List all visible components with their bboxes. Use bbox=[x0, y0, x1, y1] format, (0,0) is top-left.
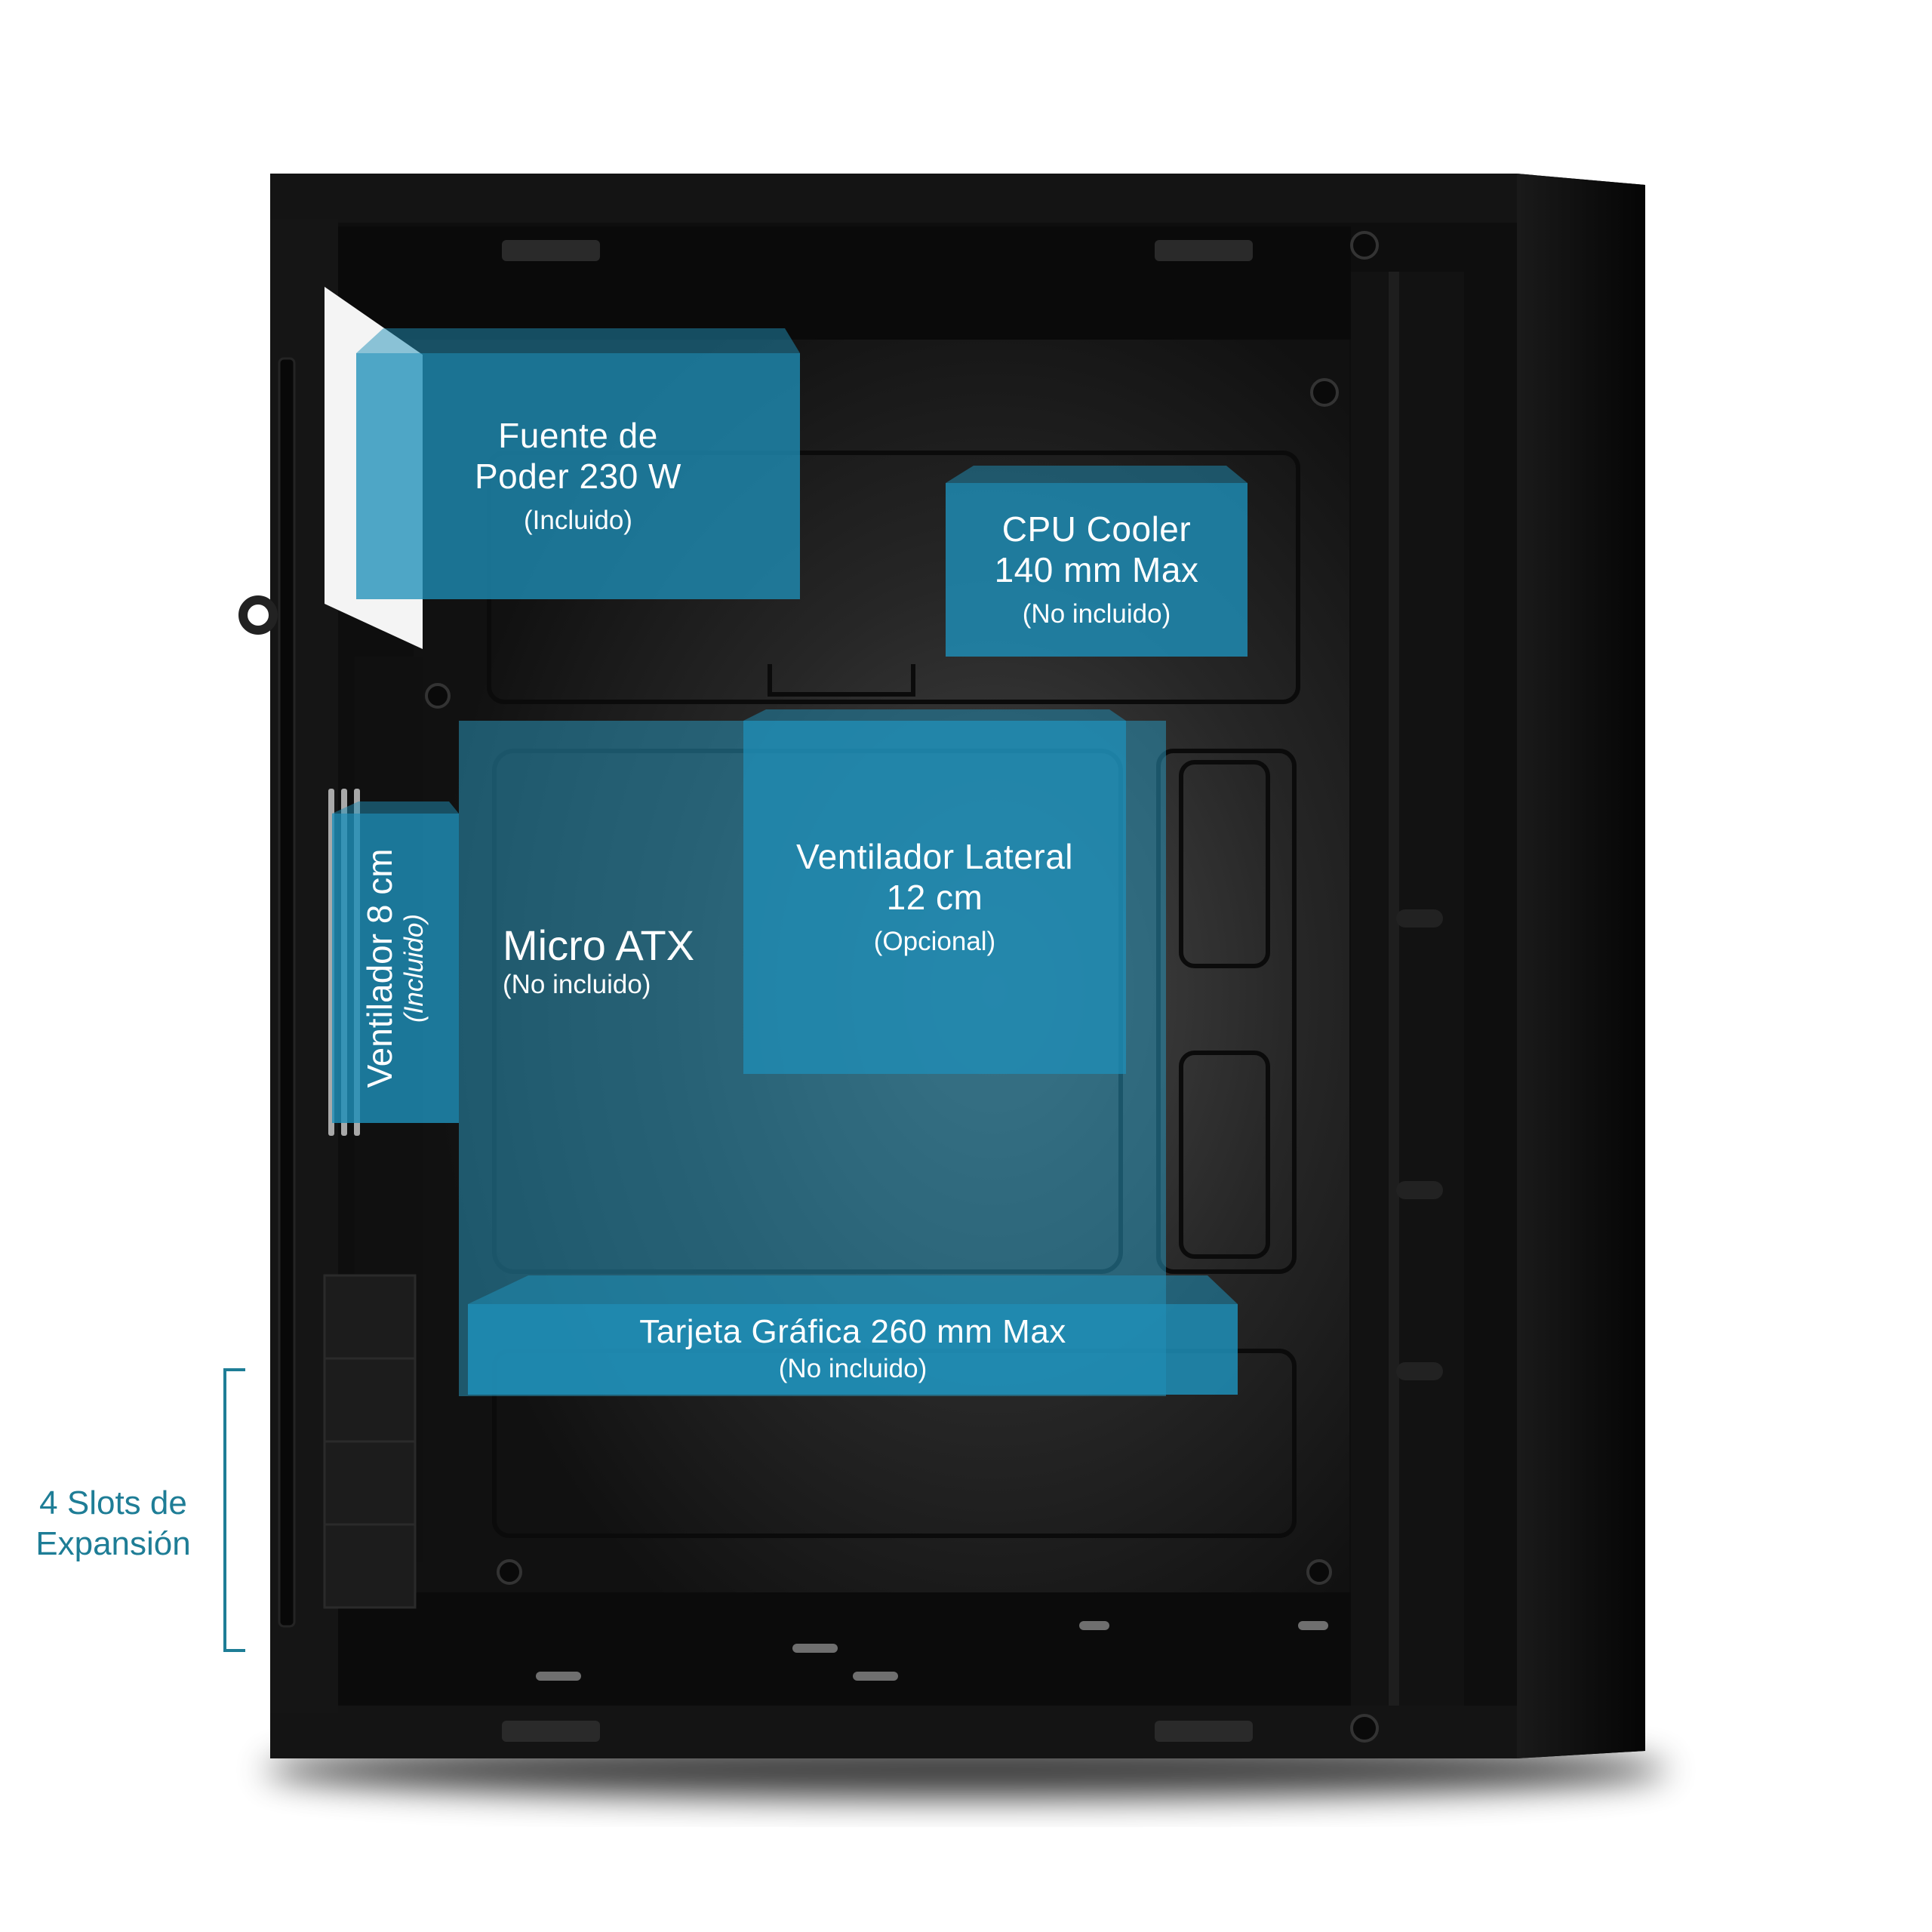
side-fan-subtitle: (Opcional) bbox=[873, 927, 996, 956]
bottom-inner-floor bbox=[338, 1592, 1351, 1706]
side-fan-annotation: Ventilador Lateral 12 cm (Opcional) bbox=[743, 721, 1126, 1074]
gpu-annotation: Tarjeta Gráfica 260 mm Max (No incluido) bbox=[468, 1304, 1238, 1395]
standoff-screws bbox=[425, 231, 1379, 1743]
rear-fan-subtitle: (Incluido) bbox=[399, 914, 429, 1023]
gpu-highlight bbox=[468, 1304, 1238, 1395]
rear-fan-annotation: Ventilador 8 cm (Incluido) bbox=[331, 814, 459, 1123]
top-slots bbox=[502, 240, 1253, 1742]
cpu-cooler-subtitle: (No incluido) bbox=[1022, 599, 1171, 629]
psu-annotation: Fuente de Poder 230 W (Incluido) bbox=[356, 353, 800, 599]
rear-screw-ring bbox=[238, 595, 278, 635]
floor-highlights bbox=[536, 1621, 1328, 1681]
psu-title: Fuente de Poder 230 W bbox=[475, 416, 681, 496]
highlight-overlays bbox=[332, 328, 1247, 1396]
cpu-cooler-title: CPU Cooler 140 mm Max bbox=[994, 509, 1199, 589]
side-slot-holes bbox=[1396, 909, 1443, 1380]
motherboard-annotation: Micro ATX (No incluido) bbox=[503, 922, 744, 1020]
side-fan-highlight bbox=[743, 721, 1126, 1074]
motherboard-title: Micro ATX bbox=[503, 921, 695, 969]
gpu-title: Tarjeta Gráfica 260 mm Max bbox=[639, 1313, 1066, 1350]
expansion-slots-bracket bbox=[223, 1368, 245, 1652]
rear-fan-title: Ventilador 8 cm bbox=[360, 848, 399, 1088]
expansion-slots-label: 4 Slots de Expansión bbox=[35, 1484, 191, 1562]
gpu-subtitle: (No incluido) bbox=[778, 1354, 928, 1383]
psu-subtitle: (Incluido) bbox=[524, 506, 632, 535]
rear-fan-highlight bbox=[332, 814, 459, 1123]
side-fan-title: Ventilador Lateral 12 cm bbox=[795, 837, 1074, 917]
psu-highlight bbox=[356, 353, 800, 599]
expansion-slot-covers bbox=[323, 1274, 417, 1609]
cpu-cooler-annotation: CPU Cooler 140 mm Max (No incluido) bbox=[946, 483, 1247, 657]
motherboard-subtitle: (No incluido) bbox=[503, 970, 651, 999]
side-handle bbox=[278, 357, 296, 1628]
cpu-cooler-highlight bbox=[946, 483, 1247, 657]
